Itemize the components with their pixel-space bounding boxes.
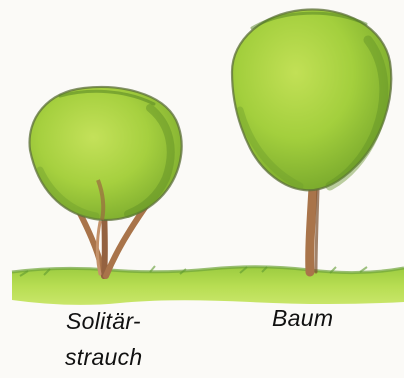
shrub-caption-line2: strauch <box>65 344 143 371</box>
tree-caption: Baum <box>272 305 333 332</box>
tree-icon <box>232 10 391 272</box>
ground-strip-icon <box>12 266 404 305</box>
solitary-shrub-icon <box>30 87 182 276</box>
shrub-caption-line1: Solitär- <box>66 308 141 335</box>
